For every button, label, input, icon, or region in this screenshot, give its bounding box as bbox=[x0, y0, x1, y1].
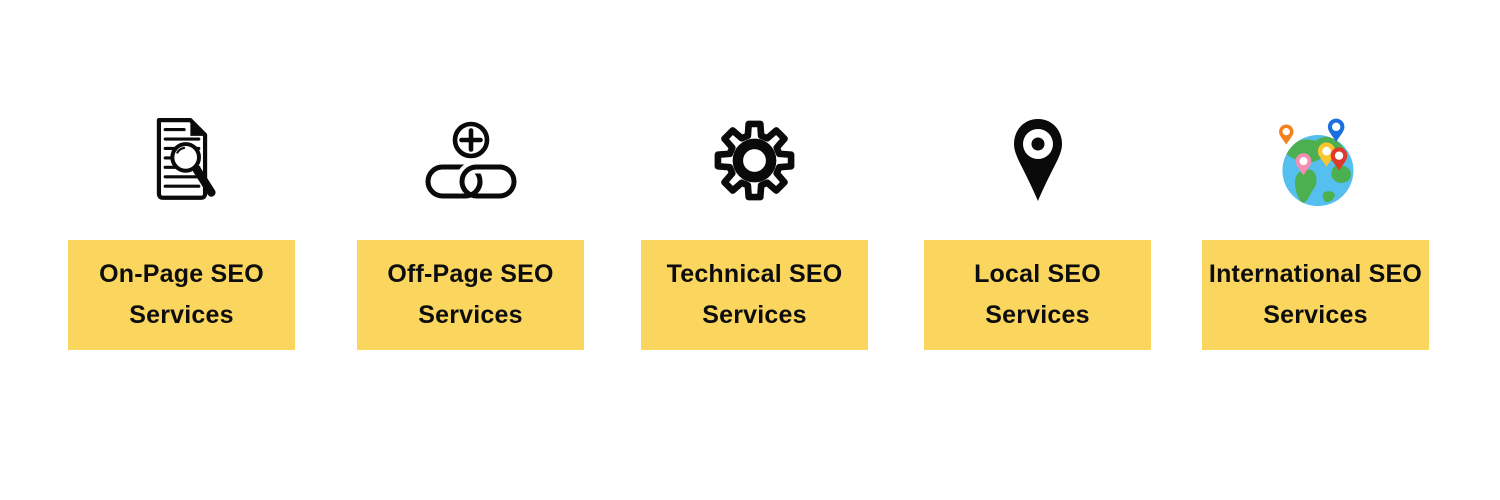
seo-card-technical: Technical SEO Services bbox=[641, 112, 868, 350]
globe-pins-icon bbox=[1268, 112, 1364, 208]
label-line: Technical SEO bbox=[666, 260, 843, 288]
pin-yellow bbox=[1317, 142, 1335, 167]
label-box: Technical SEO Services bbox=[641, 240, 868, 350]
label-box: Local SEO Services bbox=[924, 240, 1151, 350]
document-search-icon bbox=[144, 112, 220, 208]
seo-card-on-page: On-Page SEO Services bbox=[68, 112, 295, 350]
label-line: Services bbox=[418, 301, 523, 329]
seo-card-local: Local SEO Services bbox=[924, 112, 1151, 350]
label-line: On-Page SEO bbox=[99, 260, 264, 288]
link-plus-icon bbox=[425, 112, 517, 208]
label-box: Off-Page SEO Services bbox=[357, 240, 584, 350]
label-line: Services bbox=[1263, 301, 1368, 329]
pin-pink bbox=[1295, 153, 1311, 176]
gear-icon bbox=[707, 112, 802, 208]
label-line: Services bbox=[129, 301, 234, 329]
label-line: Off-Page SEO bbox=[387, 260, 554, 288]
pin-red bbox=[1330, 147, 1347, 171]
label-line: Services bbox=[985, 301, 1090, 329]
label-box: On-Page SEO Services bbox=[68, 240, 295, 350]
label-line: Local SEO bbox=[974, 260, 1101, 288]
seo-card-international: International SEO Services bbox=[1202, 112, 1429, 350]
label-box: International SEO Services bbox=[1202, 240, 1429, 350]
seo-card-off-page: Off-Page SEO Services bbox=[357, 112, 584, 350]
label-line: International SEO bbox=[1208, 260, 1423, 288]
label-line: Services bbox=[702, 301, 807, 329]
pin-orange bbox=[1278, 124, 1293, 145]
pin-blue bbox=[1327, 118, 1344, 142]
map-pin-icon bbox=[1010, 112, 1066, 208]
